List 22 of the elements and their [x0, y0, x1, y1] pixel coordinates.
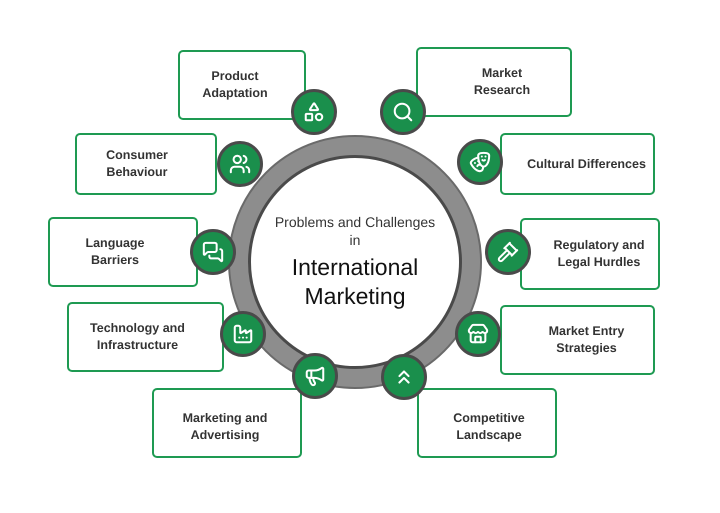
topic-card	[500, 305, 655, 375]
topic-card	[178, 50, 306, 120]
topic-card	[417, 388, 557, 458]
topic-label: Language Barriers	[84, 235, 146, 269]
topic-label: Product Adaptation	[201, 68, 269, 102]
topic-label: Competitive Landscape	[452, 410, 526, 444]
topic-label: Marketing and Advertising	[182, 410, 268, 444]
topic-card	[67, 302, 224, 372]
topic-label: Consumer Behaviour	[105, 147, 169, 181]
topic-card	[48, 217, 198, 287]
center-subtitle: Problems and Challenges in	[274, 213, 436, 250]
topic-card	[500, 133, 655, 195]
topic-card	[520, 218, 660, 290]
topic-card	[152, 388, 302, 458]
topic-label: Cultural Differences	[527, 156, 646, 172]
topic-label: Technology and Infrastructure	[89, 320, 186, 354]
topic-label: Regulatory and Legal Hurdles	[552, 237, 646, 271]
topic-label: Market Research	[472, 65, 532, 99]
topic-card	[75, 133, 217, 195]
center-title: International Marketing	[290, 253, 420, 311]
topic-card	[416, 47, 572, 117]
topic-label: Market Entry Strategies	[548, 323, 626, 357]
